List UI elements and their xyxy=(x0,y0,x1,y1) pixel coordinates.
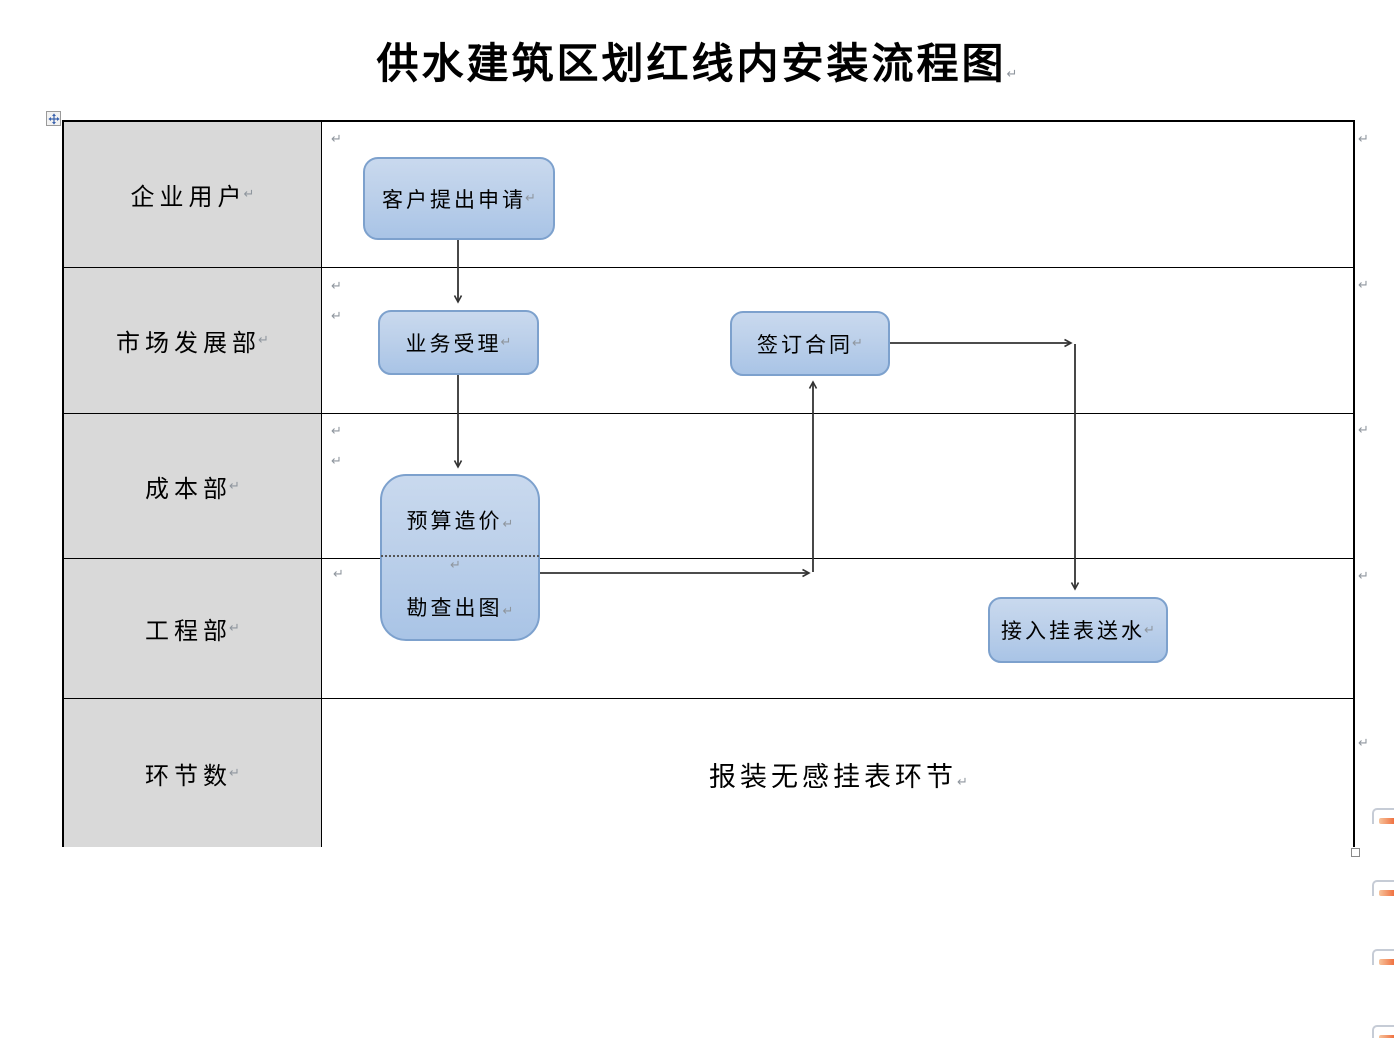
paragraph-mark: ↵ xyxy=(331,309,342,324)
node-label: 接入挂表送水 xyxy=(1001,619,1146,643)
format-mark-icon[interactable] xyxy=(1372,949,1394,965)
flow-node-client-apply[interactable]: 客户提出申请↵ xyxy=(363,157,555,240)
paragraph-mark: ↵ xyxy=(852,336,863,351)
paragraph-mark: ↵ xyxy=(229,621,240,636)
format-mark-icon[interactable] xyxy=(1372,808,1394,824)
lane-label-cell: 环节数↵ xyxy=(64,699,322,847)
paragraph-mark: ↵ xyxy=(502,517,514,532)
lane-label-cell: 工程部↵ xyxy=(64,559,322,698)
paragraph-mark: ↵ xyxy=(331,279,342,294)
table-move-handle[interactable] xyxy=(46,111,61,126)
lane-label-cell: 成本部↵ xyxy=(64,414,322,558)
paragraph-mark: ↵ xyxy=(525,191,536,206)
paragraph-mark: ↵ xyxy=(258,333,269,348)
diagram-title: 供水建筑区划红线内安装流程图↵ xyxy=(0,30,1394,91)
node-label-row: 预算造价↵ xyxy=(382,505,538,535)
lane-row-step-count: 环节数↵ xyxy=(64,699,1353,847)
paragraph-mark: ↵ xyxy=(331,424,342,439)
paragraph-mark: ↵ xyxy=(1358,278,1369,293)
node-label: 勘查出图 xyxy=(406,596,503,620)
lane-label: 市场发展部 xyxy=(116,331,262,357)
swimlane-table: 企业用户↵ 市场发展部↵ 成本部↵ 工程部↵ 环节数↵ xyxy=(62,120,1355,847)
lane-content-cell xyxy=(322,699,1353,847)
lane-label-cell: 企业用户↵ xyxy=(64,122,322,267)
flow-node-sign-contract[interactable]: 签订合同↵ xyxy=(730,311,890,376)
dotted-divider xyxy=(381,555,539,557)
paragraph-mark: ↵ xyxy=(957,775,968,790)
lane-label: 企业用户 xyxy=(130,185,247,211)
paragraph-mark: ↵ xyxy=(229,765,240,781)
paragraph-mark: ↵ xyxy=(1006,67,1018,82)
footer-step-text: 报装无感挂表环节↵ xyxy=(322,755,1355,794)
lane-row-cost-dept: 成本部↵ xyxy=(64,414,1353,559)
paragraph-mark: ↵ xyxy=(1358,423,1369,438)
paragraph-mark: ↵ xyxy=(1358,736,1369,751)
flow-node-business-accept[interactable]: 业务受理↵ xyxy=(378,310,539,375)
paragraph-mark: ↵ xyxy=(243,187,255,202)
lane-row-market-dev: 市场发展部↵ xyxy=(64,268,1353,414)
paragraph-mark: ↵ xyxy=(500,335,512,350)
format-mark-icon[interactable] xyxy=(1372,880,1394,896)
lane-label: 环节数 xyxy=(145,763,233,790)
paragraph-mark: ↵ xyxy=(502,604,514,619)
node-label: 业务受理 xyxy=(405,331,502,356)
move-icon xyxy=(47,112,60,125)
lane-label-cell: 市场发展部↵ xyxy=(64,268,322,413)
table-resize-handle[interactable] xyxy=(1351,848,1360,857)
paragraph-mark: ↵ xyxy=(450,558,461,573)
paragraph-mark: ↵ xyxy=(1144,622,1155,638)
node-label: 预算造价 xyxy=(406,509,503,533)
flow-node-connect-meter[interactable]: 接入挂表送水↵ xyxy=(988,597,1168,663)
paragraph-mark: ↵ xyxy=(333,567,344,582)
paragraph-mark: ↵ xyxy=(331,454,342,469)
paragraph-mark: ↵ xyxy=(229,478,240,494)
paragraph-mark: ↵ xyxy=(331,132,342,147)
node-label: 客户提出申请 xyxy=(382,187,527,212)
lane-label: 成本部 xyxy=(145,476,233,503)
lane-row-enterprise-user: 企业用户↵ xyxy=(64,122,1353,268)
node-label-row: 勘查出图↵ xyxy=(382,592,538,622)
diagram-title-text: 供水建筑区划红线内安装流程图 xyxy=(376,42,1007,88)
paragraph-mark: ↵ xyxy=(1358,132,1369,147)
lane-label: 工程部 xyxy=(145,619,233,645)
footer-label: 报装无感挂表环节 xyxy=(709,762,958,792)
format-mark-icon[interactable] xyxy=(1372,1025,1394,1038)
node-label: 签订合同 xyxy=(757,332,854,357)
flow-node-budget-survey[interactable]: 预算造价↵ 勘查出图↵ xyxy=(380,474,540,641)
paragraph-mark: ↵ xyxy=(1358,569,1369,584)
